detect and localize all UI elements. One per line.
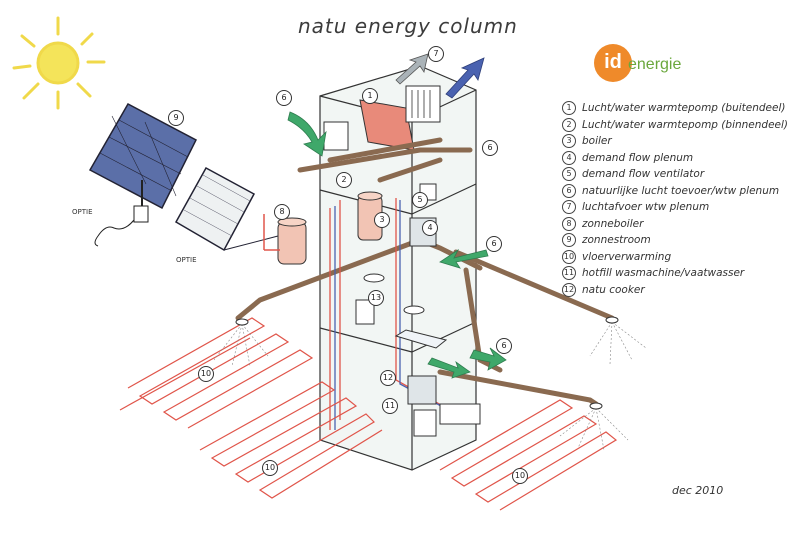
callout-2: 2: [336, 172, 352, 188]
legend-number: 11: [562, 266, 576, 280]
callout-10c: 10: [512, 468, 528, 484]
callout-6a: 6: [276, 90, 292, 106]
callout-7: 7: [428, 46, 444, 62]
legend-item: 4 demand flow plenum: [562, 150, 794, 167]
callout-13: 13: [368, 290, 384, 306]
legend-label: demand flow plenum: [582, 152, 693, 164]
legend-label: boiler: [582, 135, 612, 147]
callout-12: 12: [380, 370, 396, 386]
callout-6c: 6: [486, 236, 502, 252]
callout-3: 3: [374, 212, 390, 228]
brand-logo: id energie: [594, 44, 704, 86]
callout-10b: 10: [262, 460, 278, 476]
legend-item: 6 natuurlijke lucht toevoer/wtw plenum: [562, 183, 794, 200]
callout-1: 1: [362, 88, 378, 104]
callout-8: 8: [274, 204, 290, 220]
legend-number: 8: [562, 217, 576, 231]
legend-item: 11 hotfill wasmachine/vaatwasser: [562, 265, 794, 282]
legend-label: natu cooker: [582, 284, 645, 296]
callout-9: 9: [168, 110, 184, 126]
legend: 1 Lucht/water warmtepomp (buitendeel) 2 Lu…: [562, 100, 794, 298]
legend-label: zonnestroom: [582, 234, 651, 246]
legend-number: 12: [562, 283, 576, 297]
legend-number: 6: [562, 184, 576, 198]
legend-label: hotfill wasmachine/vaatwasser: [582, 267, 744, 279]
legend-number: 5: [562, 167, 576, 181]
legend-item: 7 luchtafvoer wtw plenum: [562, 199, 794, 216]
callout-4: 4: [422, 220, 438, 236]
legend-label: luchtafvoer wtw plenum: [582, 201, 709, 213]
legend-number: 2: [562, 118, 576, 132]
legend-label: Lucht/water warmtepomp (buitendeel): [582, 102, 785, 114]
legend-item: 1 Lucht/water warmtepomp (buitendeel): [562, 100, 794, 117]
legend-item: 3 boiler: [562, 133, 794, 150]
callout-6b: 6: [482, 140, 498, 156]
legend-label: demand flow ventilator: [582, 168, 704, 180]
legend-item: 9 zonnestroom: [562, 232, 794, 249]
legend-label: zonneboiler: [582, 218, 643, 230]
legend-label: Lucht/water warmtepomp (binnendeel): [582, 119, 788, 131]
legend-item: 5 demand flow ventilator: [562, 166, 794, 183]
callout-5: 5: [412, 192, 428, 208]
legend-number: 1: [562, 101, 576, 115]
callout-11: 11: [382, 398, 398, 414]
callout-10a: 10: [198, 366, 214, 382]
legend-item: 2 Lucht/water warmtepomp (binnendeel): [562, 117, 794, 134]
logo-badge: id: [594, 44, 632, 82]
legend-number: 9: [562, 233, 576, 247]
date-signature: dec 2010: [672, 484, 723, 497]
legend-number: 3: [562, 134, 576, 148]
page-title: natu energy column: [298, 14, 518, 38]
option-label-pv: OPTIE: [72, 208, 93, 216]
legend-number: 4: [562, 151, 576, 165]
legend-number: 7: [562, 200, 576, 214]
legend-item: 8 zonneboiler: [562, 216, 794, 233]
legend-label: natuurlijke lucht toevoer/wtw plenum: [582, 185, 779, 197]
legend-number: 10: [562, 250, 576, 264]
callout-6d: 6: [496, 338, 512, 354]
legend-label: vloerverwarming: [582, 251, 671, 263]
legend-item: 12 natu cooker: [562, 282, 794, 299]
logo-text: energie: [628, 56, 681, 74]
option-label-collector: OPTIE: [176, 256, 197, 264]
legend-item: 10 vloerverwarming: [562, 249, 794, 266]
